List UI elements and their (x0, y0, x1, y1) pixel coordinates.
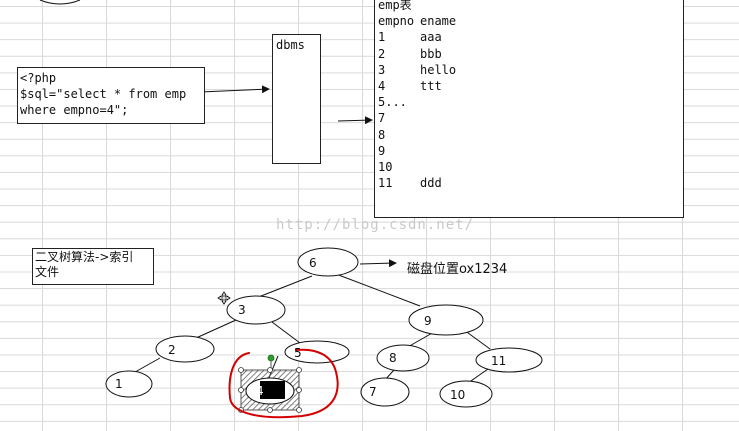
emp-cell-empno: 9 (378, 143, 386, 158)
tree-node-label: 8 (389, 351, 397, 365)
emp-table-row: 8 (378, 127, 680, 143)
emp-cell-empno: 3 (378, 62, 386, 77)
php-line: where empno=4"; (20, 103, 129, 117)
index-note-line: 文件 (35, 265, 60, 279)
watermark: http://blog.csdn.net/ (276, 217, 475, 233)
tree-node-label: 2 (168, 343, 176, 357)
rotate-handle[interactable] (267, 354, 275, 362)
emp-table-header: empno ename (378, 13, 680, 29)
move-cursor-icon (217, 291, 231, 305)
red-annotation-circle (228, 348, 339, 419)
emp-cell-ename: aaa (420, 30, 442, 45)
emp-cell-ename: ttt (420, 78, 442, 93)
index-note-line: 二叉树算法->索引 (35, 250, 134, 264)
tree-node-label: 9 (424, 314, 432, 328)
emp-cell-ename: bbb (420, 46, 442, 61)
tree-node-label: 11 (491, 354, 507, 368)
emp-cell-ename: hello (420, 62, 457, 77)
emp-cell-empno: 5... (378, 95, 407, 110)
index-note-box: 二叉树算法->索引 文件 (32, 248, 154, 285)
dbms-box: dbms (272, 34, 321, 164)
emp-cell-empno: 1 (378, 30, 386, 45)
header-empno: empno (378, 14, 415, 29)
emp-cell-empno: 2 (378, 46, 386, 61)
emp-cell-empno: 10 (378, 159, 393, 174)
emp-table-row: 5... (378, 94, 680, 110)
emp-cell-empno: 11 (378, 176, 393, 191)
tree-node-label: 6 (309, 256, 317, 270)
emp-cell-empno: 4 (378, 78, 386, 93)
tree-node-label-selected[interactable]: 4 (256, 384, 264, 398)
emp-table-title: emp表 (378, 0, 412, 12)
disk-location-label: 磁盘位置ox1234 (407, 262, 508, 277)
emp-table-row: 3 hello (378, 62, 680, 78)
emp-table-row: 2 bbb (378, 46, 680, 62)
emp-table-row: 9 (378, 143, 680, 159)
partial-ellipse-top (39, 0, 81, 5)
selected-node-frame[interactable] (238, 354, 302, 413)
arrow-php-to-dbms (199, 85, 270, 94)
emp-table-row: 10 (378, 159, 680, 175)
emp-table-row: 11 ddd (378, 175, 680, 191)
php-code-box: <?php $sql="select * from emp where empn… (17, 67, 205, 124)
resize-handles[interactable] (238, 367, 302, 413)
tree-node-label: 7 (369, 385, 377, 399)
arrow-root-to-disk (359, 259, 397, 268)
tree-node-label: 1 (115, 377, 123, 391)
dbms-label: dbms (276, 38, 305, 52)
emp-cell-empno: 7 (378, 111, 386, 126)
php-line: $sql="select * from emp (20, 87, 187, 101)
php-line: <?php (20, 71, 57, 85)
emp-table-row: 7 (378, 110, 680, 126)
tree-node-label: 3 (238, 303, 246, 317)
emp-cell-ename: ddd (420, 176, 442, 191)
emp-cell-empno: 8 (378, 127, 386, 142)
arrow-dbms-to-emp (337, 116, 373, 125)
emp-table-row: 4 ttt (378, 78, 680, 94)
tree-node-label: 10 (450, 388, 466, 402)
emp-table-row: 1 aaa (378, 29, 680, 45)
header-ename: ename (420, 14, 457, 29)
tree-node-label: 5 (294, 346, 302, 360)
